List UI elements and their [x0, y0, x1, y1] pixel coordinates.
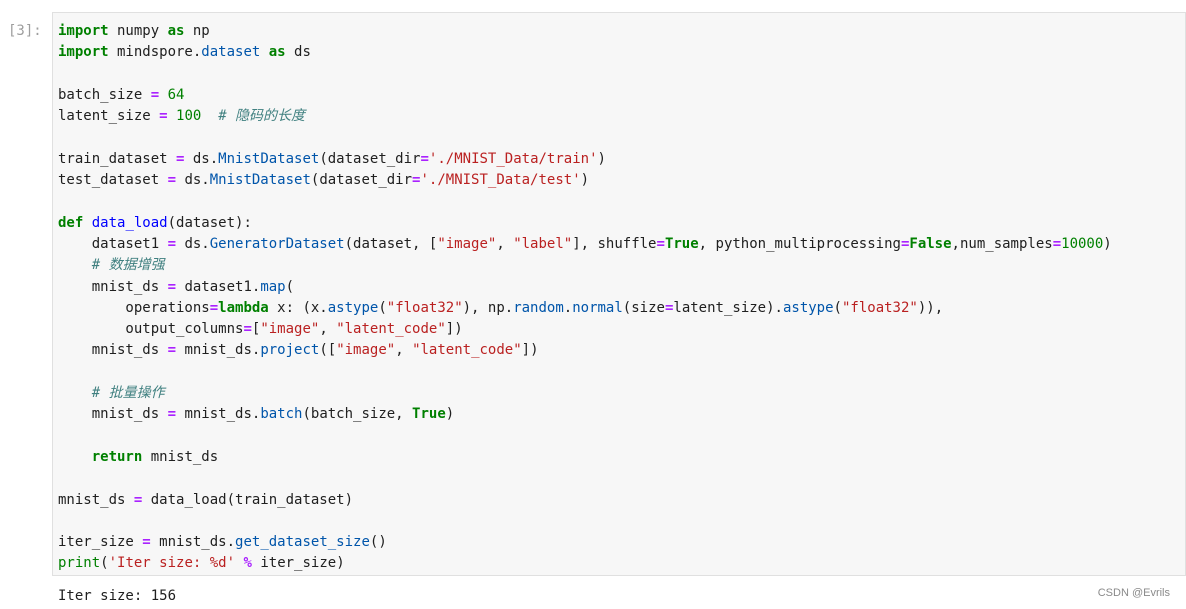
code-line-blank — [58, 191, 1112, 212]
code-line-11: dataset1 = ds.GeneratorDataset(dataset, … — [58, 235, 1112, 252]
code-line-blank — [58, 426, 1112, 447]
code-line-blank — [58, 127, 1112, 148]
code-line-18: # 批量操作 — [91, 385, 165, 402]
code-line-10: def data_load(dataset): — [58, 214, 252, 231]
code-editor[interactable]: import numpy as np import mindspore.datas… — [58, 21, 1112, 575]
watermark: CSDN @Evrils — [1097, 587, 1170, 599]
cell-output: Iter size: 156 — [58, 588, 177, 604]
code-line-8: test_dataset = ds.MnistDataset(dataset_d… — [58, 172, 590, 189]
cell-prompt: [3]: — [8, 23, 42, 39]
code-line-blank — [58, 64, 1112, 85]
code-line-7: train_dataset = ds.MnistDataset(dataset_… — [58, 150, 606, 167]
code-line-15: output_columns=["image", "latent_code"]) — [58, 321, 463, 338]
code-line-blank — [58, 511, 1112, 532]
code-line-14: operations=lambda x: (x.astype("float32"… — [58, 299, 944, 316]
code-line-23: mnist_ds = data_load(train_dataset) — [58, 491, 354, 508]
code-line-5: latent_size = 100 # 隐码的长度 — [58, 108, 306, 125]
code-line-4: batch_size = 64 — [58, 86, 185, 103]
code-line-26: print('Iter size: %d' % iter_size) — [58, 555, 345, 572]
code-line-25: iter_size = mnist_ds.get_dataset_size() — [58, 534, 387, 551]
code-line-13: mnist_ds = dataset1.map( — [58, 278, 295, 295]
code-line-blank — [58, 468, 1112, 489]
code-line-12: # 数据增强 — [91, 257, 165, 274]
code-line-19: mnist_ds = mnist_ds.batch(batch_size, Tr… — [58, 406, 455, 423]
code-line-blank — [58, 362, 1112, 383]
code-line-2: import mindspore.dataset as ds — [58, 44, 311, 61]
code-line-16: mnist_ds = mnist_ds.project(["image", "l… — [58, 342, 539, 359]
code-line-21: return mnist_ds — [91, 448, 219, 465]
code-cell[interactable]: import numpy as np import mindspore.datas… — [52, 12, 1186, 576]
code-line-1: import numpy as np — [58, 23, 210, 39]
